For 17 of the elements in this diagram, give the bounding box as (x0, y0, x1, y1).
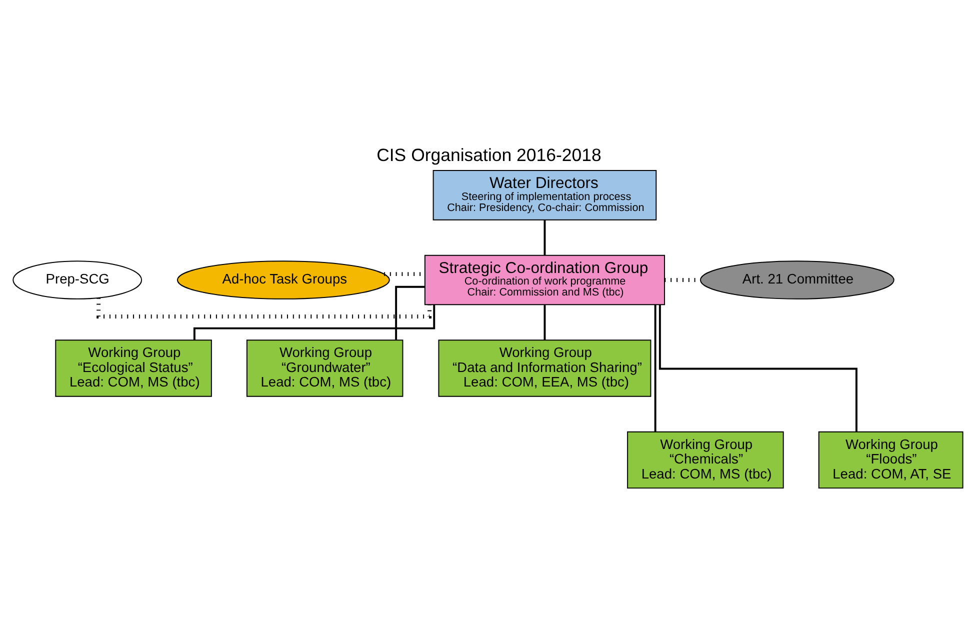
node-box: Water Directors Steering of implementation process Chair: Presidency, Co-chair: Commission (432, 170, 657, 220)
connector (654, 305, 656, 432)
connector (544, 220, 546, 256)
node-box: Working Group “Floods” Lead: COM, AT, SE (818, 431, 964, 489)
node-box: Strategic Co-ordination Group Co-ordination of work programme Chair: Commission and MS (tbc) (424, 254, 666, 306)
node-box: Working Group “Data and Information Sharing” Lead: COM, EEA, MS (tbc) (438, 340, 652, 397)
node-ellipse: Art. 21 Committee (700, 260, 894, 300)
connector (658, 304, 858, 432)
connector (544, 305, 546, 340)
node-box: Working Group “Ecological Status” Lead: COM, MS (tbc) (55, 340, 212, 397)
connector (193, 304, 436, 340)
node-box: Working Group “Groundwater” Lead: COM, MS (tbc) (246, 340, 404, 397)
diagram-title: CIS Organisation 2016-2018 (376, 145, 602, 166)
node-ellipse: Ad-hoc Task Groups (176, 260, 390, 300)
node-box: Working Group “Chemicals” Lead: COM, MS (tbc) (627, 431, 784, 489)
node-ellipse: Prep-SCG (12, 260, 142, 300)
connector (395, 286, 425, 340)
